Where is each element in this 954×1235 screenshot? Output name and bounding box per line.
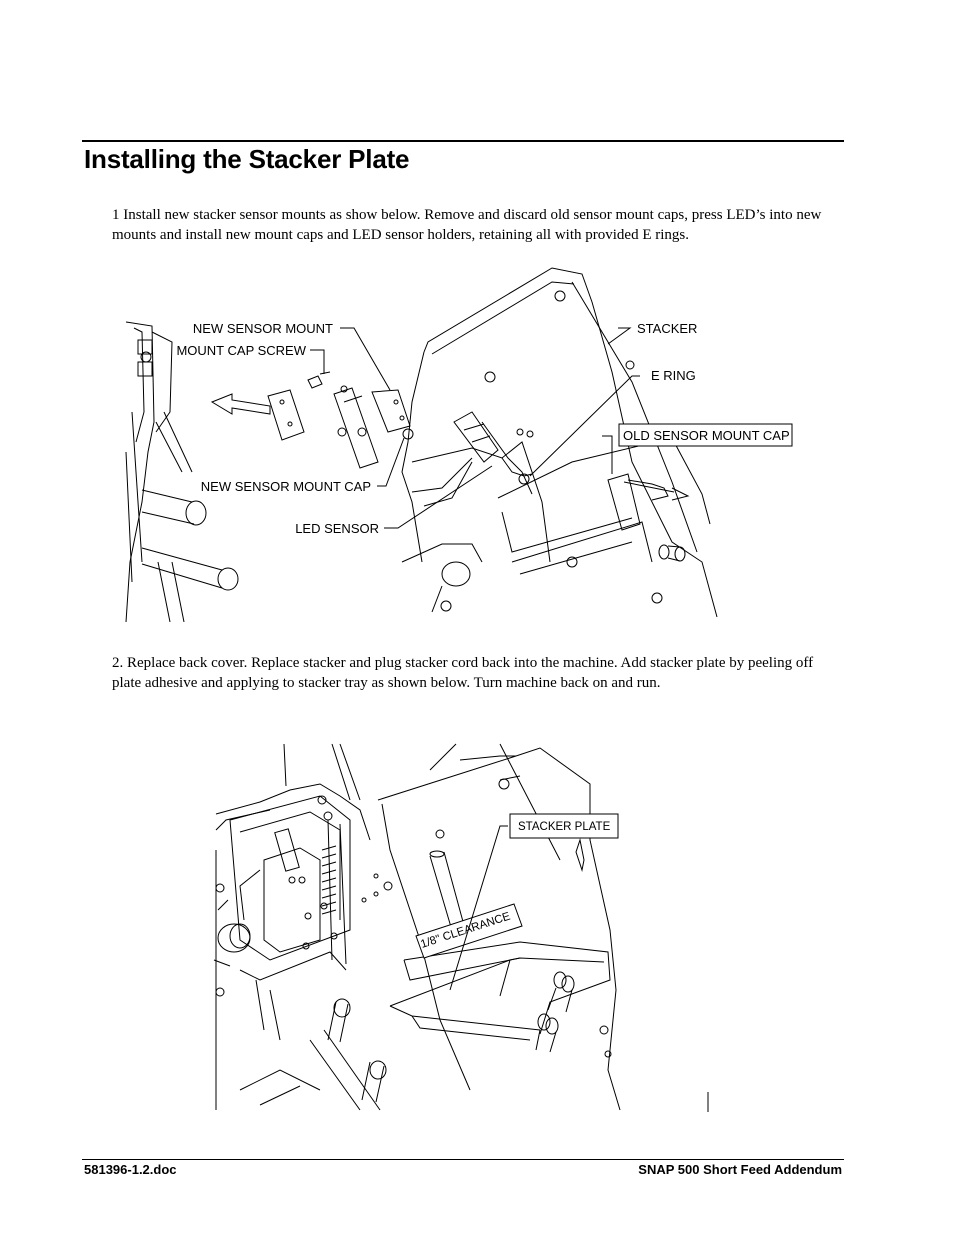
- label-led-sensor: LED SENSOR: [295, 521, 379, 536]
- header-rule: [82, 140, 844, 142]
- label-stacker-plate: STACKER PLATE: [518, 821, 611, 833]
- label-new-sensor-mount-cap: NEW SENSOR MOUNT CAP: [201, 479, 371, 494]
- stacker-plate-figure: 1/8" CLEARANCE STACKER PLATE: [213, 743, 709, 1112]
- label-e-ring: E RING: [651, 368, 696, 383]
- sensor-mount-figure: NEW SENSOR MOUNT MOUNT CAP SCREW NEW SEN…: [125, 267, 793, 622]
- label-stacker: STACKER: [637, 321, 697, 336]
- step-2-text: 2. Replace back cover. Replace stacker a…: [112, 655, 814, 691]
- footer-doc-title: SNAP 500 Short Feed Addendum: [638, 1162, 842, 1177]
- footer-rule: [82, 1159, 844, 1160]
- label-old-sensor-mount-cap: OLD SENSOR MOUNT CAP: [623, 428, 790, 443]
- section-title: Installing the Stacker Plate: [84, 144, 410, 174]
- stacker-plate-box: [509, 813, 619, 839]
- label-new-sensor-mount: NEW SENSOR MOUNT: [193, 321, 333, 336]
- footer-doc-id: 581396-1.2.doc: [84, 1162, 177, 1177]
- step-1-text: 1 Install new stacker sensor mounts as s…: [112, 207, 822, 243]
- label-mount-cap-screw: MOUNT CAP SCREW: [176, 343, 306, 358]
- old-sensor-mount-cap-box: [618, 423, 793, 447]
